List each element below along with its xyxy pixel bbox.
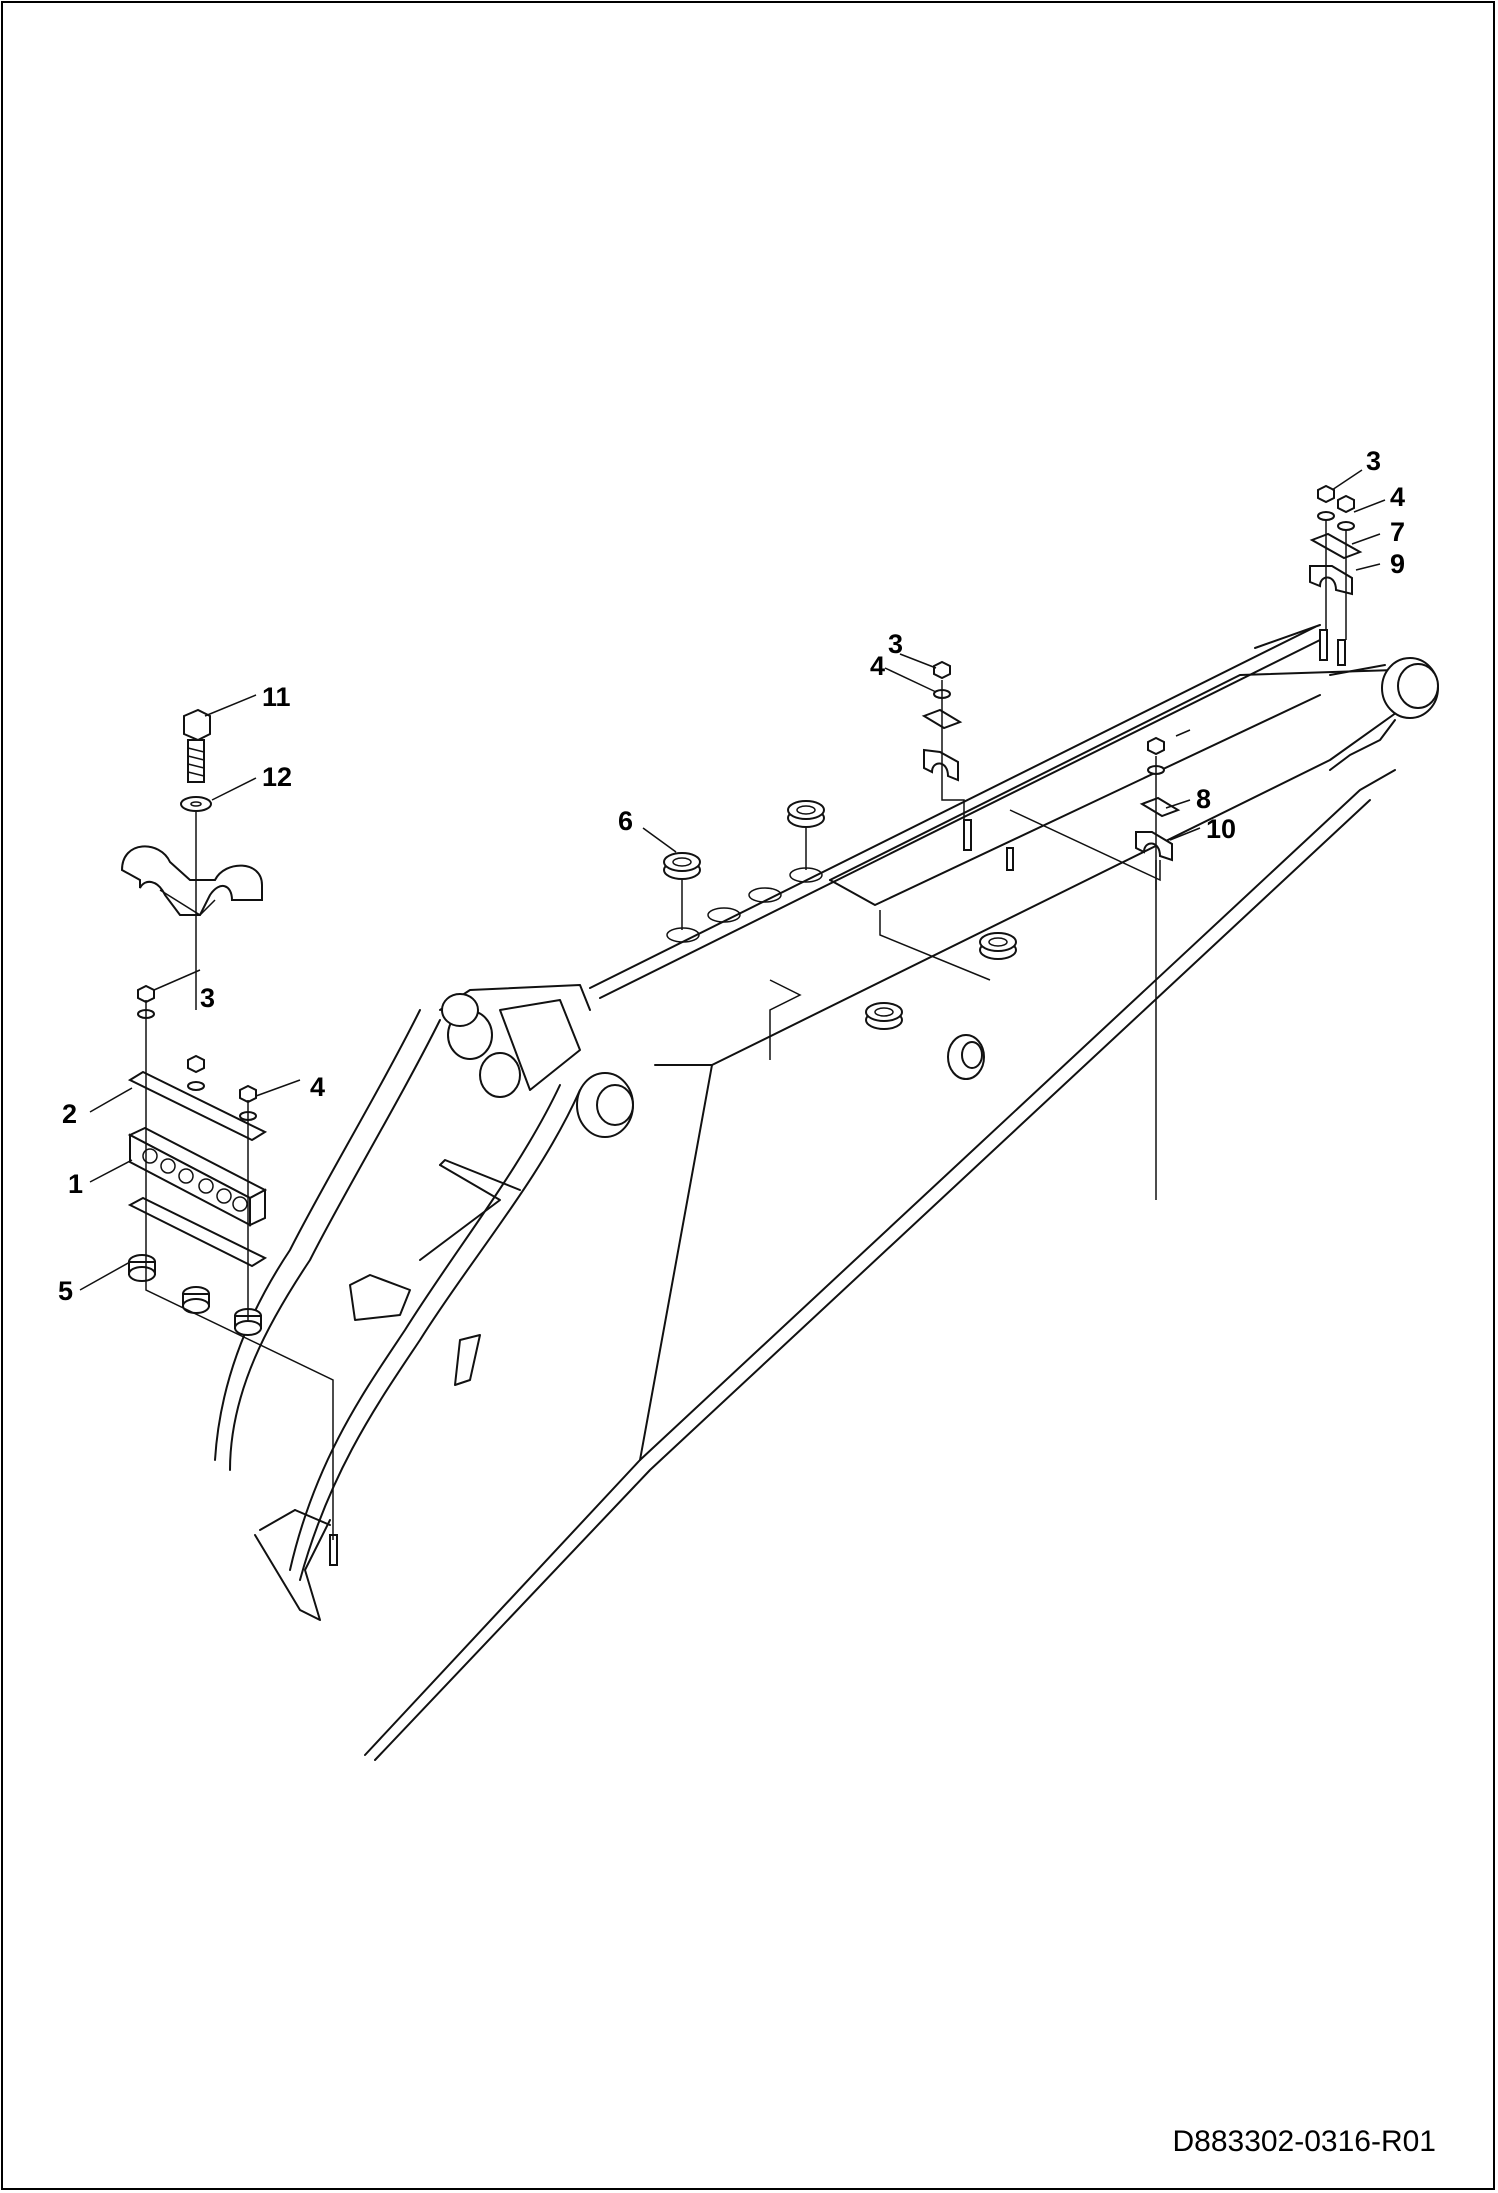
callout-2: 2 — [62, 1099, 77, 1129]
callout-3-middle: 3 — [888, 629, 903, 659]
callout-1: 1 — [68, 1169, 83, 1199]
boom-structure — [214, 624, 1439, 1761]
callout-4-left: 4 — [310, 1072, 325, 1102]
callout-4-middle: 4 — [870, 651, 885, 681]
leader-lines — [79, 469, 1386, 1291]
callout-11: 11 — [262, 682, 291, 712]
callout-12: 12 — [262, 762, 292, 792]
callout-6: 6 — [618, 806, 633, 836]
callout-3-right: 3 — [1366, 446, 1381, 476]
callout-4-right: 4 — [1390, 482, 1405, 512]
grommet-group — [663, 800, 1017, 1030]
callout-10: 10 — [1206, 814, 1236, 844]
callout-8: 8 — [1196, 784, 1211, 814]
callout-9: 9 — [1390, 549, 1405, 579]
left-clamp-assembly — [120, 708, 334, 1540]
callout-5: 5 — [58, 1276, 73, 1306]
callout-labels: 11 12 3 4 2 1 5 6 3 4 8 10 3 4 7 9 — [58, 446, 1405, 1306]
drawing-number: D883302-0316-R01 — [1172, 2125, 1436, 2158]
upper-right-clip-assembly — [1309, 484, 1363, 640]
middle-clip-assembly — [921, 660, 965, 820]
center-right-clip-assembly — [1135, 729, 1191, 1200]
callout-7: 7 — [1390, 517, 1405, 547]
callout-3-left: 3 — [200, 983, 215, 1013]
